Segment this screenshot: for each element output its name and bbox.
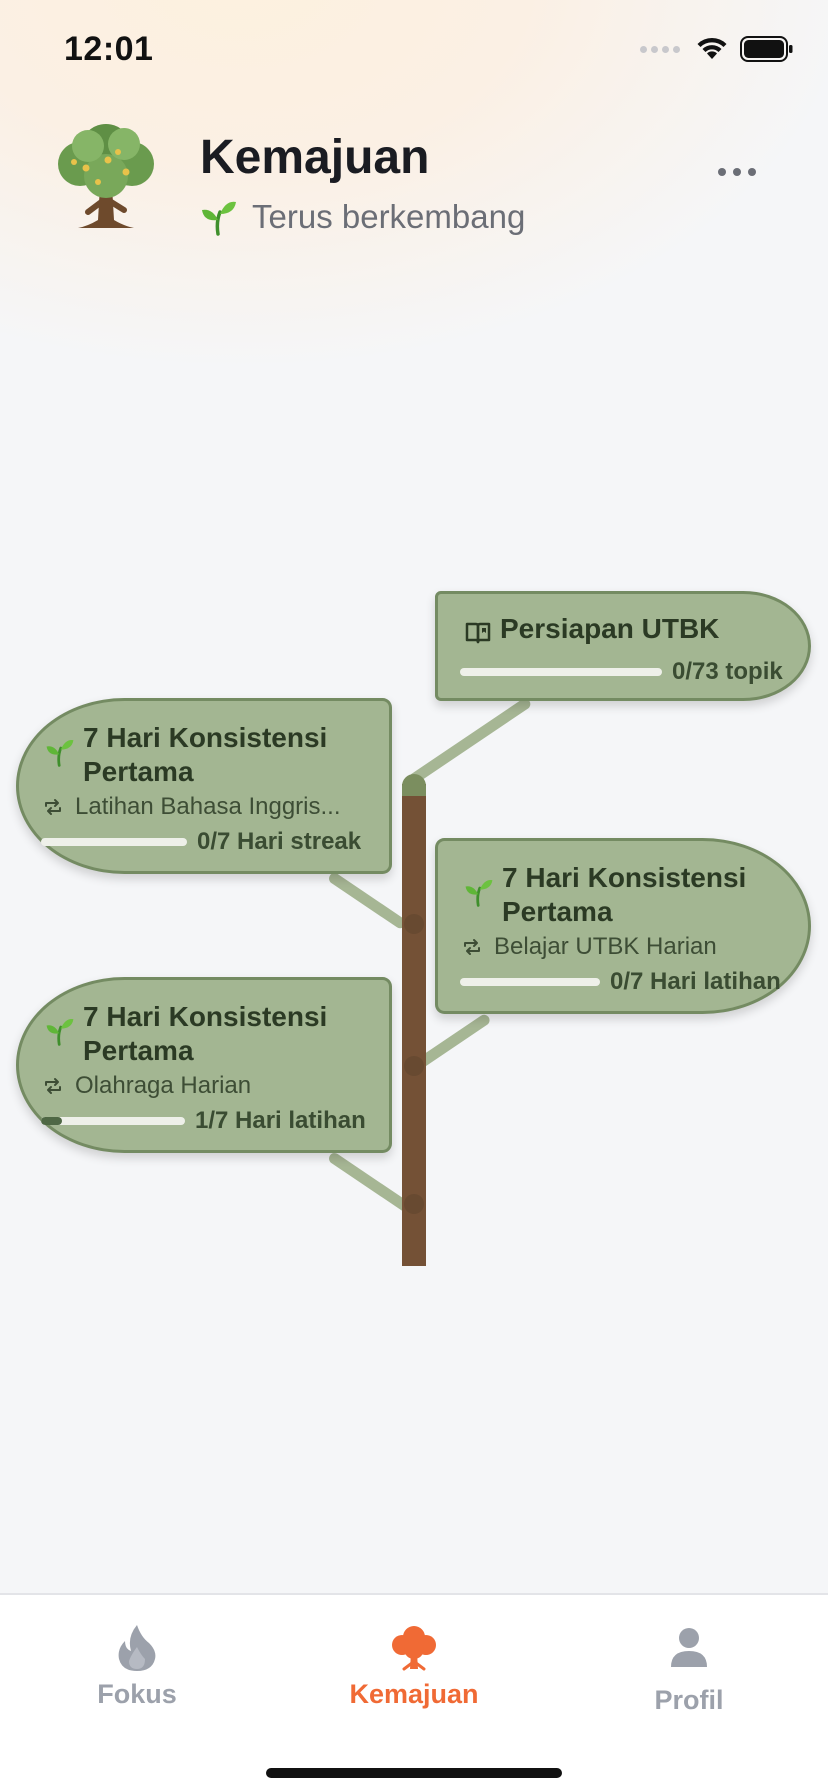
branch: [326, 870, 408, 931]
tab-bar: Fokus Kemajuan Profil: [0, 1593, 828, 1792]
tree-trunk: [402, 784, 426, 1266]
sprout-icon: [465, 879, 493, 907]
progress-text: 0/7 Hari streak: [197, 828, 362, 855]
more-horizontal-icon: [718, 168, 726, 176]
repeat-icon: [45, 1078, 61, 1094]
goal-leaf-latihan-bahasa-inggris[interactable]: 7 Hari Konsistensi Pertama Latihan Bahas…: [16, 698, 392, 874]
tree-icon: [392, 1626, 436, 1671]
page-title: Kemajuan: [200, 131, 430, 184]
book-icon: [465, 622, 491, 644]
tab-fokus[interactable]: Fokus: [27, 1623, 247, 1710]
progress-bar: [41, 1117, 185, 1125]
sprout-icon: [46, 1018, 74, 1046]
home-indicator: [266, 1768, 562, 1778]
sprout-icon: [46, 739, 74, 767]
leaf-habit-name: Olahraga Harian: [75, 1072, 252, 1099]
page-subtitle: Terus berkembang: [200, 198, 525, 236]
trunk-knot: [404, 914, 424, 934]
progress-bar: [41, 838, 187, 846]
person-icon: [671, 1628, 707, 1667]
subtitle-text: Terus berkembang: [252, 198, 526, 235]
leaf-title: 7 Hari Konsistensi Pertama: [83, 1001, 328, 1066]
goal-leaf-persiapan-utbk[interactable]: Persiapan UTBK 0/73 topik: [435, 591, 811, 701]
tab-kemajuan[interactable]: Kemajuan: [304, 1623, 524, 1710]
repeat-icon: [464, 939, 480, 955]
branch: [406, 696, 533, 787]
progress-bar: [460, 668, 662, 676]
tree-avatar-icon: [48, 116, 166, 234]
tab-label: Kemajuan: [349, 1679, 479, 1709]
battery-icon: [740, 36, 793, 62]
trunk-knot: [404, 1056, 424, 1076]
progress-fill: [41, 1117, 62, 1125]
leaf-title: 7 Hari Konsistensi Pertama: [502, 862, 747, 927]
leaf-habit-name: Latihan Bahasa Inggris...: [75, 793, 341, 820]
progress-bar: [460, 978, 600, 986]
goal-leaf-belajar-utbk-harian[interactable]: 7 Hari Konsistensi Pertama Belajar UTBK …: [435, 838, 811, 1014]
tab-profil[interactable]: Profil: [579, 1623, 799, 1716]
leaf-title: 7 Hari Konsistensi Pertama: [83, 722, 328, 787]
repeat-icon: [45, 799, 61, 815]
leaf-title: Persiapan UTBK: [500, 613, 720, 644]
status-icons: [640, 36, 794, 62]
more-options-button[interactable]: [718, 168, 756, 176]
trunk-knot: [404, 1194, 424, 1214]
tab-label: Fokus: [97, 1679, 177, 1709]
cellular-signal-icon: [640, 45, 680, 53]
progress-text: 1/7 Hari latihan: [195, 1107, 366, 1134]
flame-icon: [118, 1625, 156, 1671]
sprout-icon: [202, 201, 236, 236]
tab-label: Profil: [654, 1685, 724, 1715]
leaf-habit-name: Belajar UTBK Harian: [494, 933, 717, 960]
goal-leaf-olahraga-harian[interactable]: 7 Hari Konsistensi Pertama Olahraga Hari…: [16, 977, 392, 1153]
progress-text: 0/73 topik: [672, 658, 783, 685]
wifi-icon: [697, 37, 727, 59]
status-time: 12:01: [64, 30, 154, 68]
tree-trunk-top: [402, 774, 426, 796]
progress-text: 0/7 Hari latihan: [610, 968, 781, 995]
